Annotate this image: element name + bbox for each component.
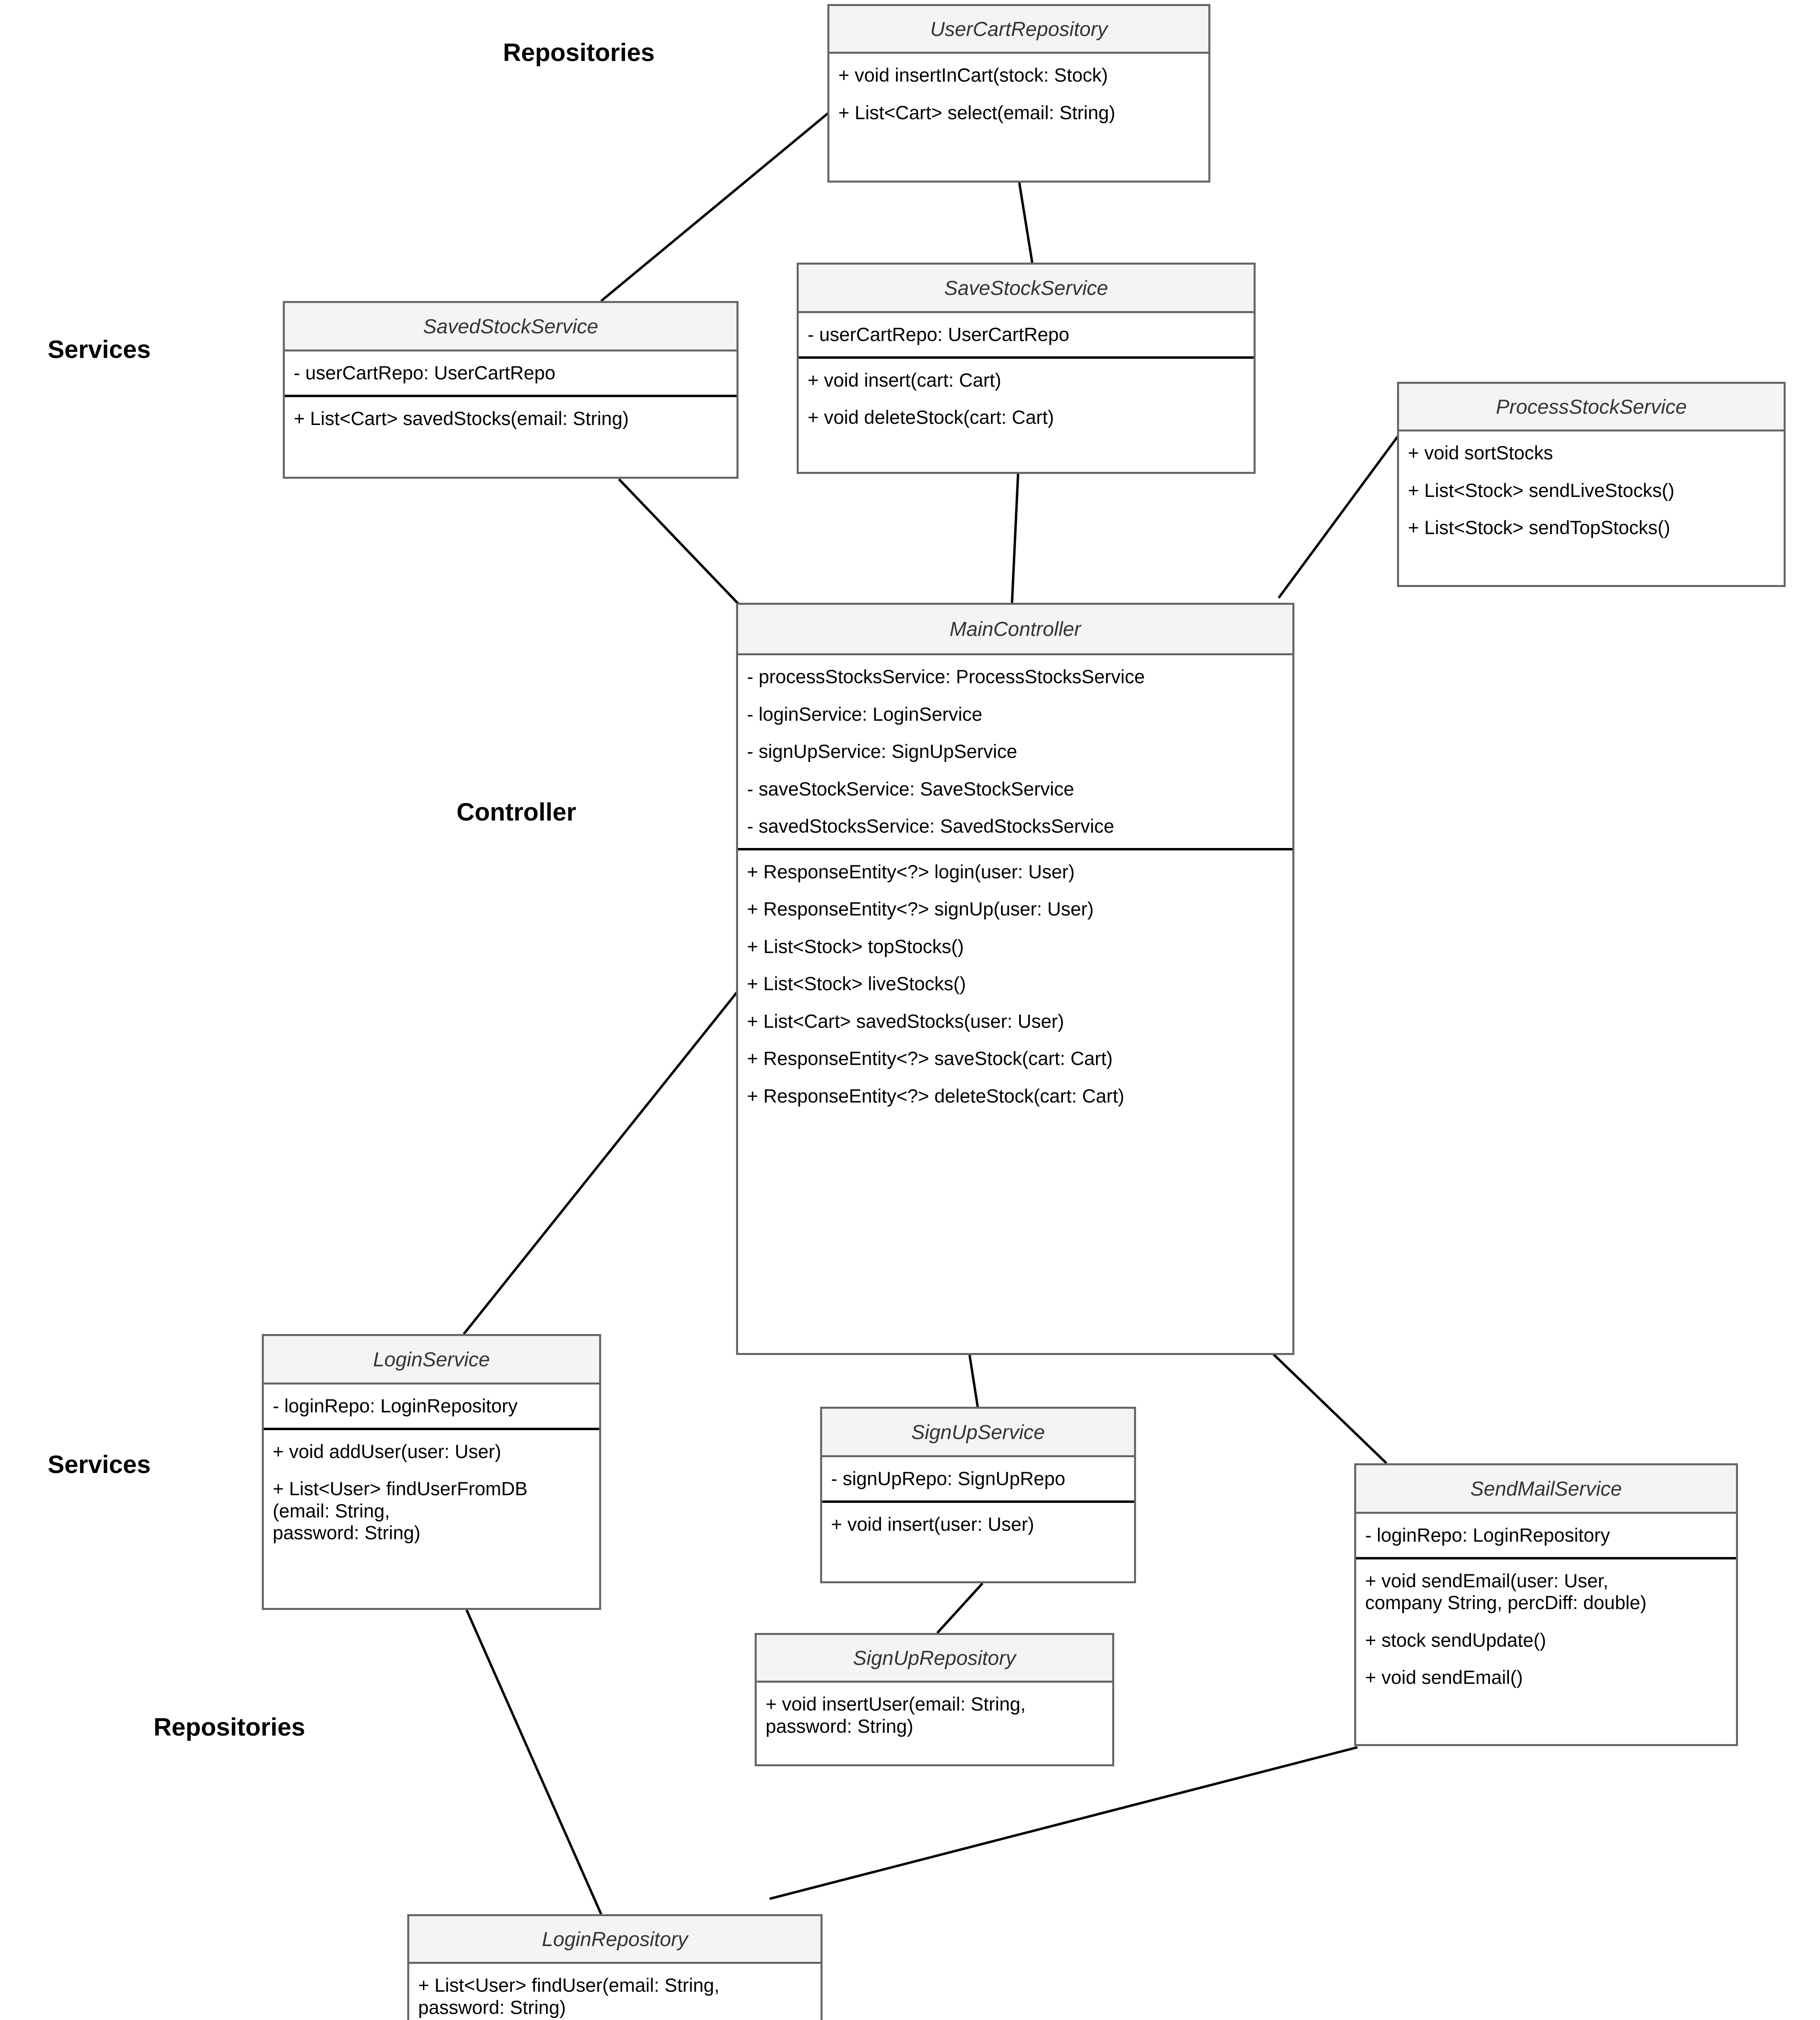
attribute-row: - signUpRepo: SignUpRepo [831, 1468, 1065, 1489]
operation-row: + ResponseEntity<?> deleteStock(cart: Ca… [747, 1085, 1124, 1107]
attributes-compartment-saved-stock-service: - userCartRepo: UserCartRepo [285, 351, 736, 397]
attribute-row: - loginService: LoginService [747, 703, 983, 725]
attributes-compartment-main-controller: - processStocksService: ProcessStocksSer… [738, 655, 1292, 850]
connection-line [463, 991, 739, 1335]
operations-compartment-login-repository: + List<User> findUser(email: String, pas… [409, 1964, 821, 2020]
operation-row: + void insert(user: User) [831, 1513, 1034, 1535]
operations-compartment-send-mail-service: + void sendEmail(user: User, company Str… [1356, 1559, 1736, 1744]
connection-line [618, 478, 740, 605]
attribute-row: - userCartRepo: UserCartRepo [294, 362, 555, 383]
connection-line [1277, 436, 1399, 599]
attribute-row: - saveStockService: SaveStockService [747, 778, 1074, 800]
class-name-main-controller: MainController [738, 605, 1292, 655]
attributes-compartment-login-service: - loginRepo: LoginRepository [264, 1385, 599, 1430]
operations-compartment-sign-up-repository: + void insertUser(email: String, passwor… [757, 1683, 1112, 1764]
class-name-save-stock-service: SaveStockService [799, 265, 1254, 313]
operation-row: + ResponseEntity<?> saveStock(cart: Cart… [747, 1048, 1113, 1069]
operation-row: + List<Stock> liveStocks() [747, 973, 966, 995]
class-name-process-stock-service: ProcessStockService [1399, 384, 1784, 431]
group-label-controller: Controller [457, 798, 577, 826]
operation-row: + void sendEmail(user: User, company Str… [1365, 1570, 1647, 1614]
operation-row: + List<Cart> savedStocks(user: User) [747, 1010, 1064, 1032]
uml-class-save-stock-service[interactable]: SaveStockService - userCartRepo: UserCart… [797, 263, 1256, 474]
uml-class-login-service[interactable]: LoginService - loginRepo: LoginRepository… [262, 1334, 601, 1610]
uml-class-main-controller[interactable]: MainController - processStocksService: Pr… [736, 603, 1294, 1355]
class-name-sign-up-repository: SignUpRepository [757, 1635, 1112, 1683]
operation-row: + List<User> findUser(email: String, pas… [418, 1974, 720, 2018]
attributes-compartment-save-stock-service: - userCartRepo: UserCartRepo [799, 313, 1254, 359]
operation-row: + List<Stock> sendLiveStocks() [1408, 479, 1675, 501]
operations-compartment-login-service: + void addUser(user: User) + List<User> f… [264, 1430, 599, 1608]
class-name-saved-stock-service: SavedStockService [285, 303, 736, 351]
operations-compartment-process-stock-service: + void sortStocks + List<Stock> sendLiveS… [1399, 431, 1784, 585]
connection-line [769, 1746, 1358, 1900]
operation-row: + List<Stock> sendTopStocks() [1408, 517, 1671, 539]
operation-row: + void addUser(user: User) [273, 1440, 501, 1462]
attribute-row: - userCartRepo: UserCartRepo [808, 324, 1069, 345]
operations-compartment-main-controller: + ResponseEntity<?> login(user: User) + R… [738, 850, 1292, 1353]
operations-compartment-sign-up-service: + void insert(user: User) [822, 1503, 1134, 1581]
operations-compartment-saved-stock-service: + List<Cart> savedStocks(email: String) [285, 397, 736, 477]
uml-class-sign-up-service[interactable]: SignUpService - signUpRepo: SignUpRepo + v… [820, 1407, 1136, 1583]
uml-class-send-mail-service[interactable]: SendMailService - loginRepo: LoginReposit… [1354, 1463, 1738, 1746]
connection-line [1011, 473, 1019, 603]
uml-class-sign-up-repository[interactable]: SignUpRepository + void insertUser(email:… [755, 1633, 1114, 1766]
attribute-row: - signUpService: SignUpService [747, 741, 1017, 762]
connection-line [936, 1582, 984, 1634]
attribute-row: - loginRepo: LoginRepository [1365, 1524, 1610, 1546]
class-name-user-cart-repository: UserCartRepository [829, 6, 1208, 54]
operation-row: + void sortStocks [1408, 442, 1553, 463]
connection-line [1272, 1353, 1388, 1464]
operation-row: + void insertInCart(stock: Stock) [838, 64, 1108, 86]
connection-line [1018, 182, 1033, 263]
operation-row: + stock sendUpdate() [1365, 1629, 1546, 1651]
attributes-compartment-send-mail-service: - loginRepo: LoginRepository [1356, 1514, 1736, 1559]
group-label-repositories-bottom: Repositories [154, 1713, 305, 1741]
operations-compartment-save-stock-service: + void insert(cart: Cart) + void deleteSt… [799, 359, 1254, 472]
uml-class-saved-stock-service[interactable]: SavedStockService - userCartRepo: UserCar… [283, 301, 739, 479]
operation-row: + List<Cart> select(email: String) [838, 101, 1115, 123]
operation-row: + List<Cart> savedStocks(email: String) [294, 407, 629, 429]
attribute-row: - loginRepo: LoginRepository [273, 1395, 518, 1416]
class-name-login-repository: LoginRepository [409, 1916, 821, 1964]
group-label-services-upper: Services [48, 336, 151, 364]
class-name-send-mail-service: SendMailService [1356, 1465, 1736, 1514]
class-name-login-service: LoginService [264, 1336, 599, 1385]
uml-class-user-cart-repository[interactable]: UserCartRepository+ void insertInCart(st… [827, 4, 1210, 183]
operation-row: + void deleteStock(cart: Cart) [808, 406, 1054, 428]
operation-row: + void insertUser(email: String, passwor… [766, 1693, 1026, 1737]
class-name-sign-up-service: SignUpService [822, 1409, 1134, 1457]
connection-line [465, 1609, 602, 1915]
attributes-compartment-sign-up-service: - signUpRepo: SignUpRepo [822, 1457, 1134, 1503]
operation-row: + List<Stock> topStocks() [747, 935, 964, 957]
operations-compartment-user-cart-repository: + void insertInCart(stock: Stock) + List<… [829, 54, 1208, 181]
connection-line [600, 112, 829, 302]
uml-class-process-stock-service[interactable]: ProcessStockService + void sortStocks + Li… [1397, 382, 1786, 587]
operation-row: + void sendEmail() [1365, 1666, 1523, 1688]
operation-row: + void insert(cart: Cart) [808, 369, 1002, 391]
uml-class-login-repository[interactable]: LoginRepository + List<User> findUser(ema… [407, 1914, 823, 2020]
group-label-services-lower: Services [48, 1451, 151, 1479]
operation-row: + ResponseEntity<?> signUp(user: User) [747, 898, 1094, 920]
attribute-row: - processStocksService: ProcessStocksSer… [747, 666, 1145, 687]
group-label-repositories-top: Repositories [503, 39, 655, 67]
operation-row: + List<User> findUserFromDB (email: Stri… [273, 1478, 528, 1544]
operation-row: + ResponseEntity<?> login(user: User) [747, 861, 1075, 882]
connection-line [968, 1355, 979, 1407]
attribute-row: - savedStocksService: SavedStocksService [747, 815, 1115, 837]
